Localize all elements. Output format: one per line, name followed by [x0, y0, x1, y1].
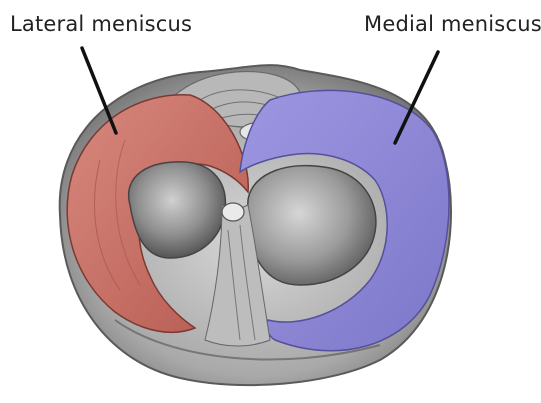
medial-meniscus-label: Medial meniscus [364, 12, 541, 36]
lateral-meniscus-label: Lateral meniscus [10, 12, 192, 36]
